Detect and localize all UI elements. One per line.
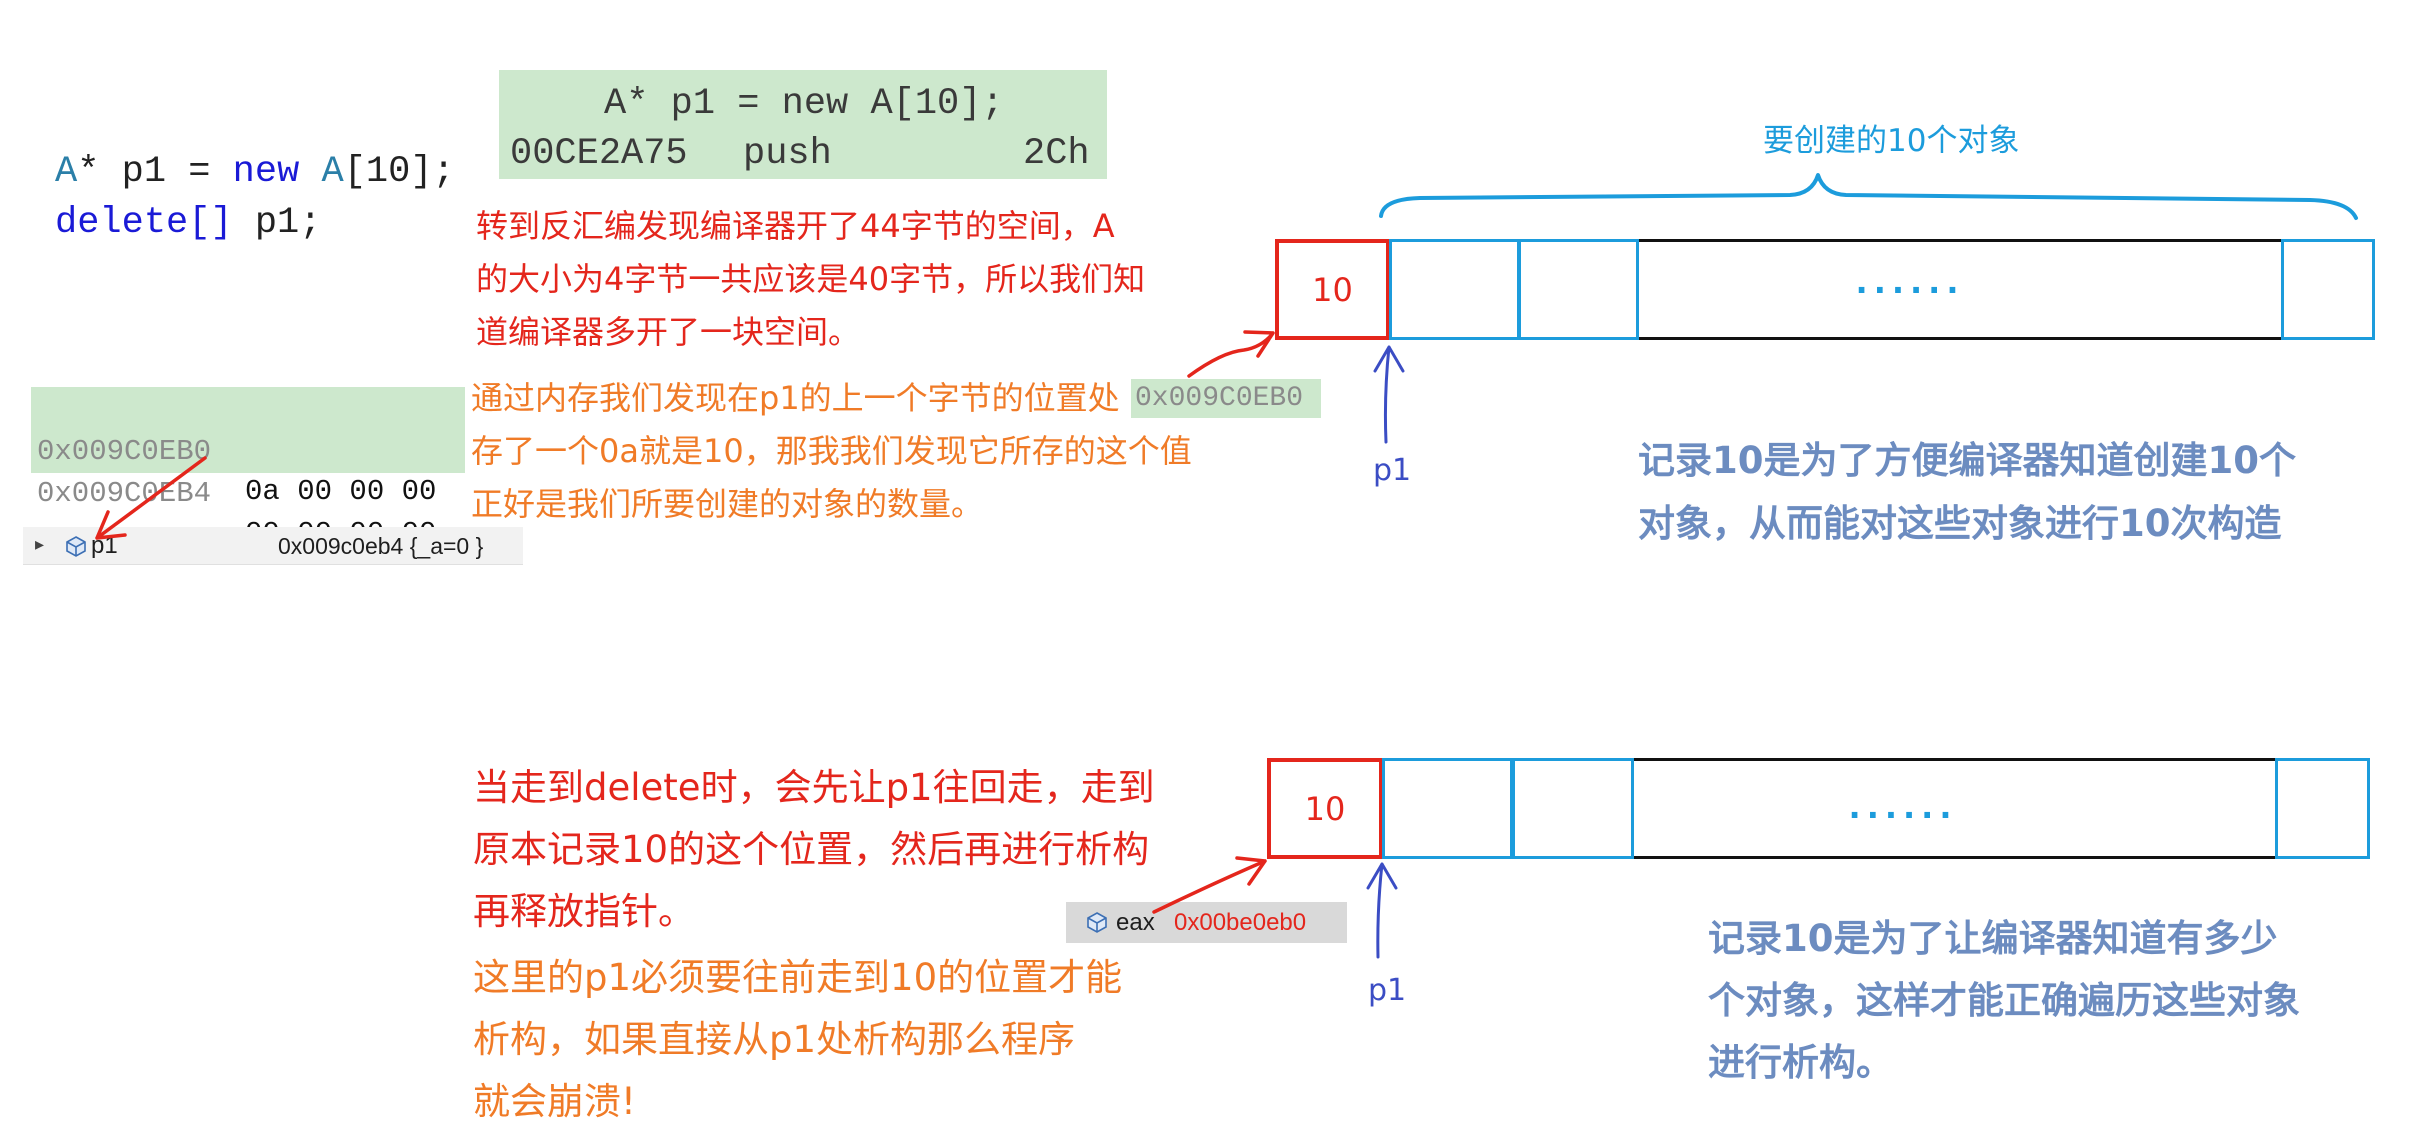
ellipsis: ...... bbox=[1855, 263, 1965, 301]
note-line: 的大小为4字节一共应该是40字节，所以我们知 bbox=[476, 260, 1146, 298]
destruct-note: 记录10是为了让编译器知道有多少 个对象，这样才能正确遍历这些对象 进行析构。 bbox=[1708, 908, 2300, 1094]
count-cell: 10 bbox=[1267, 758, 1383, 859]
address-tag: 0x009C0EB0 bbox=[1131, 379, 1321, 418]
brace-label: 要创建的10个对象 bbox=[1763, 123, 2020, 159]
disassembly-address: 00CE2A75 bbox=[510, 133, 688, 175]
code-token-plain: [10]; bbox=[343, 151, 455, 193]
object-cell bbox=[1382, 758, 1513, 859]
code-token-keyword: delete[] bbox=[55, 202, 233, 244]
disasm-note: 转到反汇编发现编译器开了44字节的空间，A 的大小为4字节一共应该是40字节，所… bbox=[476, 200, 1145, 359]
count-value: 10 bbox=[1312, 270, 1353, 309]
memory-address: 0x009C0EB4 bbox=[37, 477, 212, 510]
register-name: eax bbox=[1116, 909, 1155, 936]
code-line-new: A* p1 = new A[10]; bbox=[55, 147, 455, 197]
note-line: 原本记录10的这个位置，然后再进行析构 bbox=[473, 828, 1150, 871]
note-line: 道编译器多开了一块空间。 bbox=[476, 313, 861, 351]
code-token-plain: * p1 = bbox=[77, 151, 233, 193]
note-line: 记录10是为了让编译器知道有多少 bbox=[1708, 917, 2278, 960]
disassembly-snippet: A* p1 = new A[10]; 00CE2A75 push 2Ch bbox=[499, 70, 1107, 179]
note-line: 进行析构。 bbox=[1708, 1041, 1893, 1084]
register-row-eax[interactable]: eax 0x00be0eb0 bbox=[1066, 902, 1347, 943]
memory-row: 0x009C0EB0 0a 00 00 00 bbox=[31, 392, 465, 508]
disassembly-mnemonic: push bbox=[743, 133, 832, 175]
code-token-type: A bbox=[55, 151, 78, 193]
object-cell-last bbox=[2281, 239, 2375, 340]
note-line: 析构，如果直接从p1处析构那么程序 bbox=[473, 1018, 1076, 1061]
code-line-delete: delete[] p1; bbox=[55, 198, 321, 248]
construct-note: 记录10是为了方便编译器知道创建10个 对象，从而能对这些对象进行10次构造 bbox=[1638, 429, 2296, 555]
count-value: 10 bbox=[1304, 789, 1346, 828]
object-array-frame bbox=[1382, 758, 2370, 859]
variable-icon bbox=[1086, 911, 1108, 933]
crash-note: 这里的p1必须要往前走到10的位置才能 析构，如果直接从p1处析构那么程序 就会… bbox=[473, 947, 1122, 1133]
pointer-arrow-icon bbox=[1366, 862, 1398, 959]
object-cell bbox=[1389, 239, 1520, 340]
pointer-label: p1 bbox=[1368, 973, 1407, 1008]
variable-icon bbox=[65, 535, 87, 557]
memory-bytes: 0a 00 00 00 bbox=[245, 475, 437, 508]
code-token-plain: p1; bbox=[232, 202, 322, 244]
code-token-keyword: new bbox=[232, 151, 300, 193]
memory-note: 通过内存我们发现在p1的上一个字节的位置处 存了一个0a就是10，那我我们发现它… bbox=[471, 372, 1192, 531]
note-line: 记录10是为了方便编译器知道创建10个 bbox=[1638, 439, 2296, 482]
note-line: 个对象，这样才能正确遍历这些对象 bbox=[1708, 979, 2300, 1022]
count-cell: 10 bbox=[1275, 239, 1390, 340]
object-cell-last bbox=[2275, 758, 2370, 859]
disassembly-source-line: A* p1 = new A[10]; bbox=[604, 83, 1004, 125]
note-line: 当走到delete时，会先让p1往回走，走到 bbox=[473, 766, 1155, 809]
ellipsis: ...... bbox=[1848, 788, 1958, 826]
object-cell bbox=[1518, 239, 1639, 340]
note-line: 这里的p1必须要往前走到10的位置才能 bbox=[473, 956, 1123, 999]
delete-note: 当走到delete时，会先让p1往回走，走到 原本记录10的这个位置，然后再进行… bbox=[473, 757, 1155, 943]
watch-variable-value: 0x009c0eb4 {_a=0 } bbox=[278, 533, 484, 559]
note-line: 正好是我们所要创建的对象的数量。 bbox=[471, 485, 984, 523]
note-line: 通过内存我们发现在p1的上一个字节的位置处 bbox=[471, 379, 1120, 417]
note-to-count-arrow-icon bbox=[1187, 330, 1275, 378]
disassembly-operand: 2Ch bbox=[1023, 133, 1090, 175]
brace-icon bbox=[1379, 173, 2358, 220]
code-token-type: A bbox=[299, 151, 344, 193]
register-value: 0x00be0eb0 bbox=[1174, 909, 1307, 936]
pointer-arrow-icon bbox=[1373, 345, 1405, 444]
pointer-label: p1 bbox=[1373, 453, 1412, 488]
watch-variable-name: p1 bbox=[91, 532, 118, 559]
object-array-frame bbox=[1389, 239, 2375, 340]
expand-arrow-icon[interactable]: ▸ bbox=[35, 534, 45, 555]
note-line: 对象，从而能对这些对象进行10次构造 bbox=[1638, 502, 2282, 545]
note-line: 存了一个0a就是10，那我我们发现它所存的这个值 bbox=[471, 432, 1192, 470]
memory-snippet: 0x009C0EB0 0a 00 00 00 0x009C0EB4 00 00 … bbox=[31, 387, 465, 550]
object-cell bbox=[1512, 758, 1634, 859]
memory-row: 0x009C0EB4 00 00 00 00 bbox=[31, 434, 465, 550]
note-line: 转到反汇编发现编译器开了44字节的空间，A bbox=[476, 207, 1115, 245]
watch-row-p1[interactable]: ▸ p1 0x009c0eb4 {_a=0 } bbox=[23, 527, 523, 565]
note-line: 就会崩溃! bbox=[473, 1080, 636, 1123]
note-line: 再释放指针。 bbox=[473, 890, 695, 933]
